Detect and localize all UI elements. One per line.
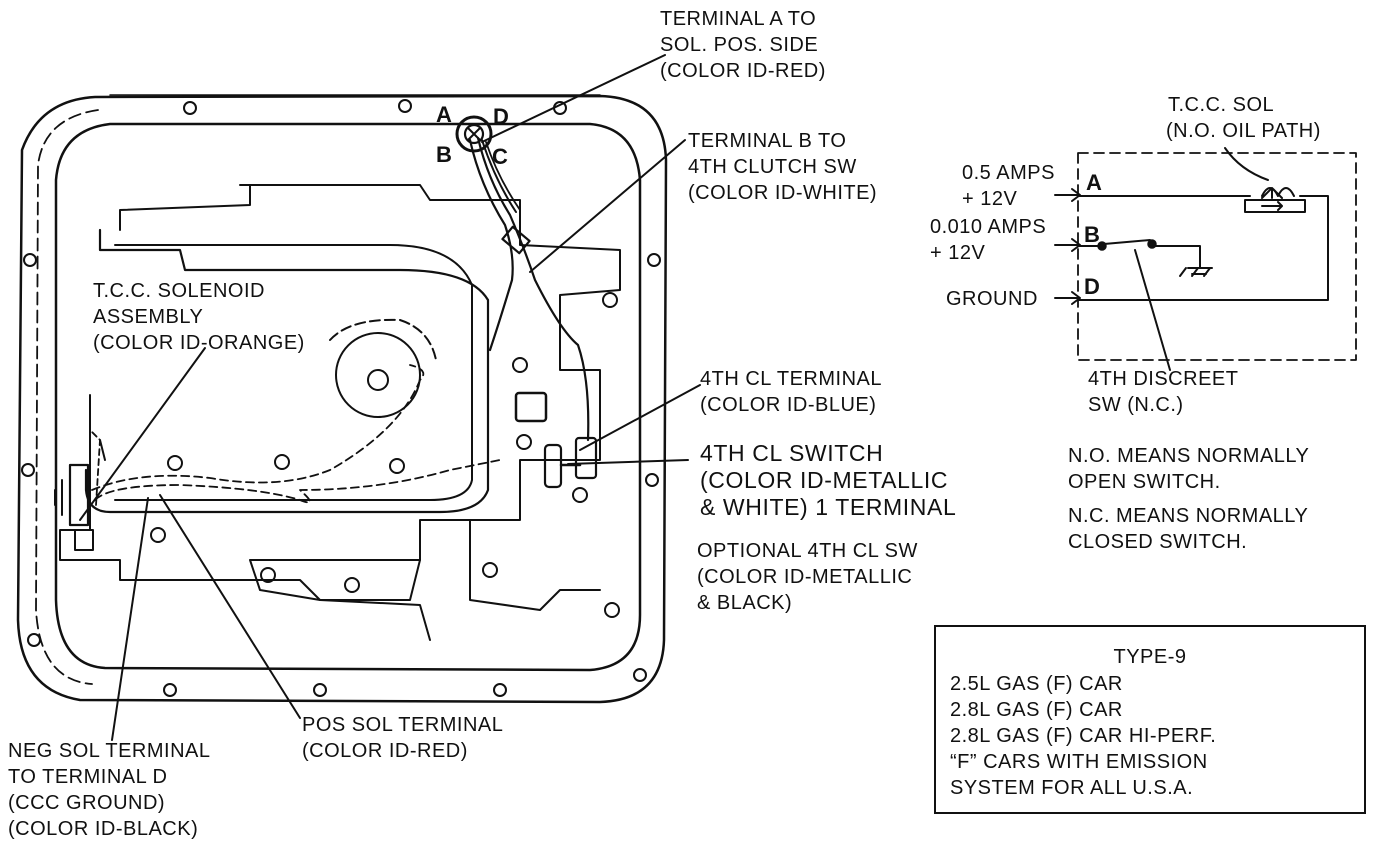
schematic-pin-d: D xyxy=(1084,274,1100,299)
schematic-tcc-sol: T.C.C. SOL (N.O. OIL PATH) xyxy=(1166,94,1321,142)
type-box-line: 2.8L GAS (F) CAR xyxy=(950,699,1123,721)
schematic-wires xyxy=(1054,147,1329,371)
leader-lines xyxy=(79,54,701,741)
type-box-title: TYPE-9 xyxy=(1113,646,1187,668)
harness-wire-2 xyxy=(468,138,514,352)
connector-letter-b: B xyxy=(436,142,452,167)
label-fourth-cl-switch: 4TH CL SWITCH (COLOR ID-METALLIC & WHITE… xyxy=(700,440,957,520)
label-tcc-solenoid: T.C.C. SOLENOID ASSEMBLY (COLOR ID-ORANG… xyxy=(93,280,305,354)
connector-letter-a: A xyxy=(436,102,452,127)
label-terminal-a: TERMINAL A TO SOL. POS. SIDE (COLOR ID-R… xyxy=(660,8,826,82)
note-normally-open: N.O. MEANS NORMALLY OPEN SWITCH. xyxy=(1068,445,1310,493)
type-box-line: SYSTEM FOR ALL U.S.A. xyxy=(950,777,1194,799)
schematic-pin-b: B xyxy=(1084,222,1100,247)
pan-gasket-line xyxy=(35,109,99,685)
connector-letter-d: D xyxy=(493,104,509,129)
type-box-line: 2.8L GAS (F) CAR HI-PERF. xyxy=(950,725,1217,747)
pan-outer-outline xyxy=(16,94,668,704)
connector-letter-c: C xyxy=(492,144,508,169)
schematic-discreet-sw: 4TH DISCREET SW (N.C.) xyxy=(1088,368,1239,416)
schematic-box xyxy=(1077,152,1357,361)
harness-wire-1 xyxy=(476,136,590,442)
schematic-amps-b: 0.010 AMPS + 12V xyxy=(930,216,1047,264)
valve-body-bolts xyxy=(150,292,620,618)
type-info-box: TYPE-9 2.5L GAS (F) CAR 2.8L GAS (F) CAR… xyxy=(934,625,1366,814)
pan-inner-outline xyxy=(54,122,642,672)
label-neg-sol: NEG SOL TERMINAL TO TERMINAL D (CCC GROU… xyxy=(8,740,211,840)
note-normally-closed: N.C. MEANS NORMALLY CLOSED SWITCH. xyxy=(1068,505,1309,553)
tcc-solenoid-body xyxy=(68,463,90,527)
harness-connector xyxy=(501,225,531,255)
schematic-amps-a: 0.5 AMPS + 12V xyxy=(962,162,1055,210)
fourth-cl-terminal-body xyxy=(543,443,563,489)
fourth-cl-switch-body xyxy=(514,391,548,423)
valve-body-outline xyxy=(84,228,490,514)
label-terminal-b: TERMINAL B TO 4TH CLUTCH SW (COLOR ID-WH… xyxy=(688,130,878,204)
type-box-lines: 2.5L GAS (F) CAR 2.8L GAS (F) CAR 2.8L G… xyxy=(950,671,1216,801)
accumulator-circle xyxy=(335,332,421,418)
case-connector xyxy=(455,115,493,153)
type-box-line: “F” CARS WITH EMISSION xyxy=(950,751,1208,773)
label-fourth-cl-terminal: 4TH CL TERMINAL (COLOR ID-BLUE) xyxy=(700,368,882,416)
flange-bolt-holes xyxy=(21,99,661,697)
type-box-line: 2.5L GAS (F) CAR xyxy=(950,673,1123,695)
dashed-wire-route xyxy=(94,459,501,504)
schematic-ground: GROUND xyxy=(946,288,1038,310)
schematic-pin-a: A xyxy=(1086,170,1102,195)
label-optional-sw: OPTIONAL 4TH CL SW (COLOR ID-METALLIC & … xyxy=(697,540,918,614)
label-pos-sol: POS SOL TERMINAL (COLOR ID-RED) xyxy=(302,714,504,762)
